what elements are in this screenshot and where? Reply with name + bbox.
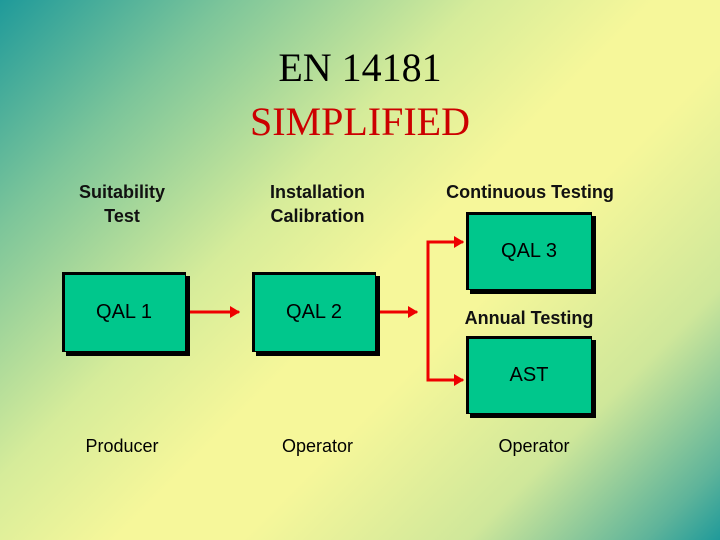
footer-producer: Producer <box>85 436 159 456</box>
box-qal2: QAL 2 <box>252 272 376 352</box>
box-qal3: QAL 3 <box>466 212 592 290</box>
header-suitability-line1: Suitability <box>78 182 165 202</box>
header-installation-calibration: Installation Calibration <box>240 180 395 228</box>
box-qal3-label: QAL 3 <box>501 239 557 262</box>
header-suitability-test: Suitability Test <box>52 180 192 228</box>
slide-subtitle: SIMPLIFIED <box>249 99 471 144</box>
header-continuous-testing: Continuous Testing <box>446 182 614 202</box>
box-ast-label: AST <box>509 363 549 386</box>
footer-operator-installation: Operator <box>281 436 354 456</box>
header-suitability-line2: Test <box>104 206 140 226</box>
box-qal1-label: QAL 1 <box>96 300 152 323</box>
box-qal1: QAL 1 <box>62 272 186 352</box>
arrow-branch-to-ast <box>426 310 464 386</box>
footer-operator-continuous: Operator <box>498 436 570 456</box>
slide-title: EN 14181 <box>278 45 442 90</box>
header-installation-line1: Installation <box>269 182 365 202</box>
box-ast: AST <box>466 336 592 414</box>
header-installation-line2: Calibration <box>270 206 365 226</box>
box-qal2-label: QAL 2 <box>286 300 342 323</box>
label-annual-testing: Annual Testing <box>464 308 594 328</box>
